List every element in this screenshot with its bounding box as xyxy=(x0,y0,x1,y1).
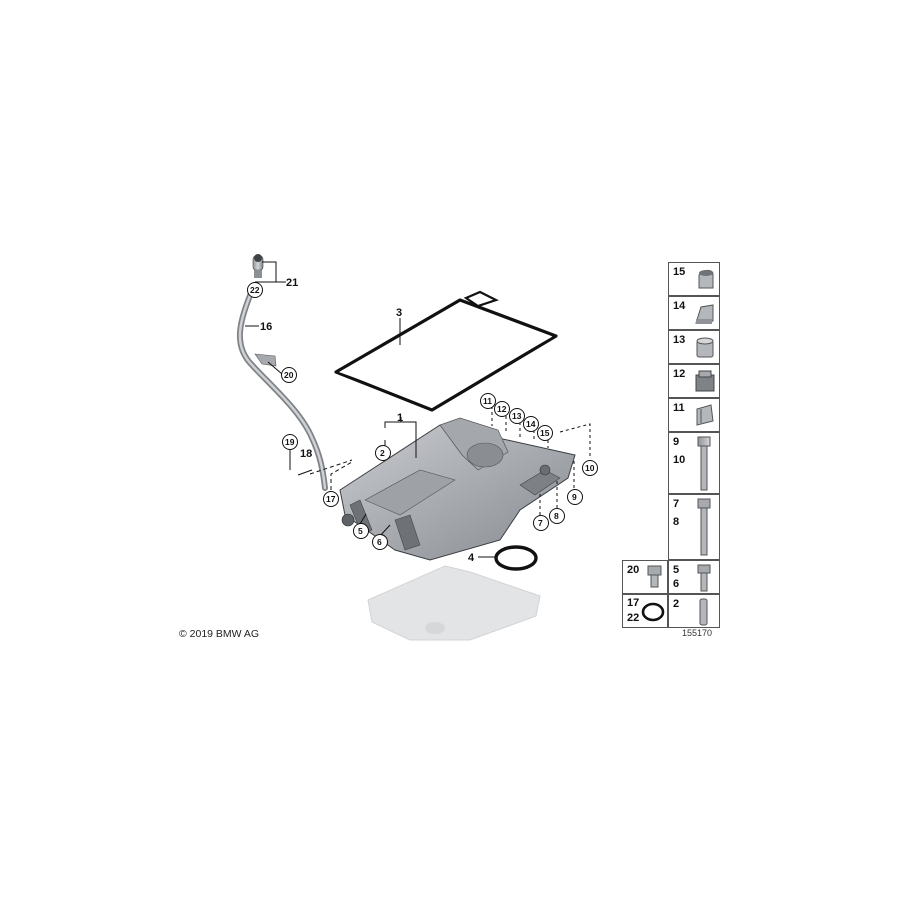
fitting-icon xyxy=(698,269,714,289)
legend-label-5: 5 xyxy=(673,564,680,576)
callout-3: 3 xyxy=(396,307,402,319)
legend-label-20: 20 xyxy=(627,564,640,576)
legend-cell-13: 13 xyxy=(668,330,720,364)
callout-labels: 21 16 3 1 18 4 xyxy=(260,277,475,564)
legend-label-22: 22 xyxy=(627,612,640,624)
svg-text:9: 9 xyxy=(572,492,577,502)
legend-cell-11: 11 xyxy=(668,398,720,432)
svg-text:15: 15 xyxy=(540,428,550,438)
callout-11: 11 xyxy=(480,393,496,409)
callout-13: 13 xyxy=(509,408,525,424)
callout-15: 15 xyxy=(537,425,553,441)
bolt-icon xyxy=(697,498,711,556)
legend-label-15: 15 xyxy=(673,266,686,278)
legend-cell-14: 14 xyxy=(668,296,720,330)
svg-text:7: 7 xyxy=(538,518,543,528)
ghost-cover-plate xyxy=(367,565,541,641)
legend-label-12: 12 xyxy=(673,368,686,380)
svg-text:8: 8 xyxy=(554,511,559,521)
svg-text:19: 19 xyxy=(285,437,295,447)
legend-cell-20: 20 xyxy=(622,560,668,594)
callout-21: 21 xyxy=(286,277,298,289)
callout-1: 1 xyxy=(397,412,403,424)
callout-7: 7 xyxy=(533,515,549,531)
legend-label-7: 7 xyxy=(673,498,680,510)
long-bolt-icon xyxy=(697,436,711,491)
legend-cell-2: 2 xyxy=(668,594,720,628)
svg-text:14: 14 xyxy=(526,419,536,429)
legend-cell-5-6: 5 6 xyxy=(668,560,720,594)
legend-cell-9-10: 9 10 xyxy=(668,432,720,494)
legend-cell-12: 12 xyxy=(668,364,720,398)
callout-5: 5 xyxy=(353,523,369,539)
callout-12: 12 xyxy=(494,401,510,417)
svg-text:13: 13 xyxy=(512,411,522,421)
leader-lines xyxy=(245,261,591,558)
legend-label-17: 17 xyxy=(627,597,640,609)
callout-2: 2 xyxy=(375,445,391,461)
legend-cell-15: 15 xyxy=(668,262,720,296)
o-ring xyxy=(494,545,538,571)
bushing-icon xyxy=(696,337,714,358)
svg-text:20: 20 xyxy=(284,370,294,380)
svg-text:2: 2 xyxy=(380,448,385,458)
legend-label-10: 10 xyxy=(673,454,686,466)
svg-text:22: 22 xyxy=(250,285,260,295)
sensor-icon xyxy=(695,370,715,392)
legend-label-11: 11 xyxy=(673,402,685,414)
callout-8: 8 xyxy=(549,508,565,524)
callout-17: 17 xyxy=(323,491,339,507)
dowel-pin-icon xyxy=(699,598,708,626)
callout-6: 6 xyxy=(372,534,388,550)
legend-label-8: 8 xyxy=(673,516,680,528)
callout-22: 22 xyxy=(247,282,263,298)
callout-9: 9 xyxy=(567,489,583,505)
legend-cell-7-8: 7 8 xyxy=(668,494,720,560)
screw-plug-icon xyxy=(647,565,662,588)
callout-16: 16 xyxy=(260,321,272,333)
svg-text:10: 10 xyxy=(585,463,595,473)
callout-10: 10 xyxy=(582,460,598,476)
oil-pan xyxy=(339,417,576,561)
oil-pan-gasket xyxy=(334,290,558,412)
legend-label-14: 14 xyxy=(673,300,686,312)
legend-label-9: 9 xyxy=(673,436,680,448)
svg-text:11: 11 xyxy=(483,396,492,406)
callout-20: 20 xyxy=(281,367,297,383)
copyright-text: © 2019 BMW AG xyxy=(179,628,260,640)
legend-label-13: 13 xyxy=(673,334,686,346)
seal-ring-icon xyxy=(641,602,665,622)
legend-cell-17-22: 17 22 xyxy=(622,594,668,628)
short-bolt-icon xyxy=(697,564,711,592)
svg-text:12: 12 xyxy=(497,404,507,414)
callout-14: 14 xyxy=(523,416,539,432)
callout-18: 18 xyxy=(300,448,312,460)
svg-text:5: 5 xyxy=(358,526,363,536)
svg-text:17: 17 xyxy=(326,494,336,504)
flap-icon xyxy=(696,404,714,426)
sleeve-icon xyxy=(695,304,714,324)
circled-callouts: 22 20 19 17 2 5 6 11 12 13 14 15 10 9 8 … xyxy=(247,282,598,550)
reference-number: 155170 xyxy=(682,628,713,638)
svg-text:6: 6 xyxy=(377,537,382,547)
callout-19: 19 xyxy=(282,434,298,450)
legend-label-6: 6 xyxy=(673,578,680,590)
callout-4: 4 xyxy=(468,552,475,564)
dipstick-tube xyxy=(236,254,328,491)
legend-label-2: 2 xyxy=(673,598,680,610)
